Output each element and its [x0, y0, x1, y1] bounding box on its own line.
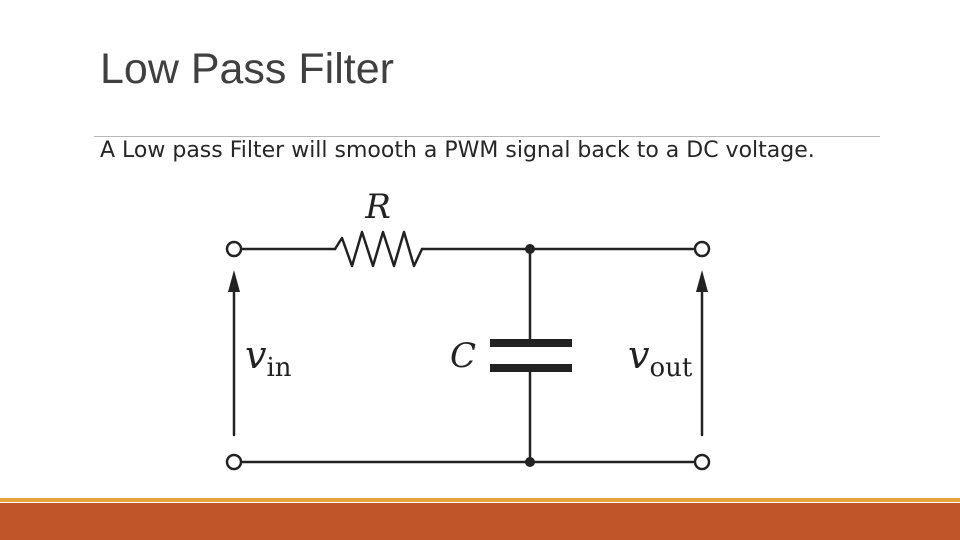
vin-subscript: in	[266, 353, 291, 383]
low-pass-filter-diagram: R C vin vout	[225, 187, 711, 471]
footer-accent-stripe	[0, 498, 960, 502]
terminal-vout-top	[693, 240, 711, 258]
resistor-label: R	[364, 187, 391, 227]
vout-symbol: v	[628, 333, 650, 377]
terminal-vin-top	[225, 240, 243, 258]
capacitor-plate-top	[490, 339, 572, 347]
junction-dot-top	[525, 244, 535, 254]
vout-subscript: out	[649, 353, 692, 383]
resistor-symbol	[333, 230, 424, 268]
capacitor-label: C	[450, 336, 476, 376]
slide-title: Low Pass Filter	[100, 45, 394, 93]
vin-arrow-head	[228, 270, 240, 292]
footer-band	[0, 503, 960, 540]
vin-label: vin	[245, 333, 292, 383]
vin-symbol: v	[245, 333, 267, 377]
terminal-vout-bottom	[693, 453, 711, 471]
capacitor-plate-bottom	[490, 364, 572, 372]
vout-arrow-head	[696, 270, 708, 292]
vout-label: vout	[628, 333, 693, 383]
title-divider	[94, 136, 880, 137]
slide-body-text: A Low pass Filter will smooth a PWM sign…	[100, 138, 815, 163]
junction-dot-bottom	[525, 457, 535, 467]
terminal-vin-bottom	[225, 453, 243, 471]
